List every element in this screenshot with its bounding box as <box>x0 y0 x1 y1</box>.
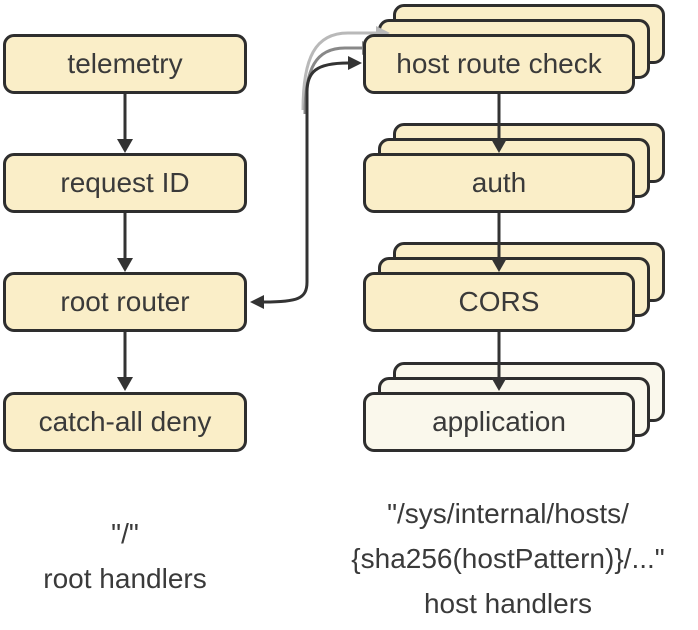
node-request-id: request ID <box>3 153 247 213</box>
connector-head-to-root <box>250 295 264 309</box>
connector-head-to-host <box>348 56 362 70</box>
ghost-arrow-1-path <box>303 46 362 115</box>
node-application: application <box>363 392 635 452</box>
node-cors: CORS <box>363 272 635 332</box>
node-telemetry: telemetry <box>3 34 247 94</box>
caption-line: "/" <box>111 518 139 549</box>
host-handlers-caption: "/sys/internal/hosts/ {sha256(hostPatter… <box>318 491 698 626</box>
caption-line: root handlers <box>43 563 207 594</box>
root-handlers-caption: "/" root handlers <box>0 511 250 601</box>
node-host-route-check: host route check <box>363 34 635 94</box>
caption-line: {sha256(hostPattern)}/..." <box>351 543 665 574</box>
arrow-root-router-to-catch-all-deny <box>117 332 133 391</box>
caption-line: "/sys/internal/hosts/ <box>387 498 629 529</box>
node-root-router: root router <box>3 272 247 332</box>
arrow-request-id-to-root-router <box>117 213 133 272</box>
node-auth: auth <box>363 153 635 213</box>
node-catch-all-deny: catch-all deny <box>3 392 247 452</box>
arrow-telemetry-to-request-id <box>117 94 133 153</box>
caption-line: host handlers <box>423 588 593 619</box>
root-to-host-connector <box>250 56 362 309</box>
